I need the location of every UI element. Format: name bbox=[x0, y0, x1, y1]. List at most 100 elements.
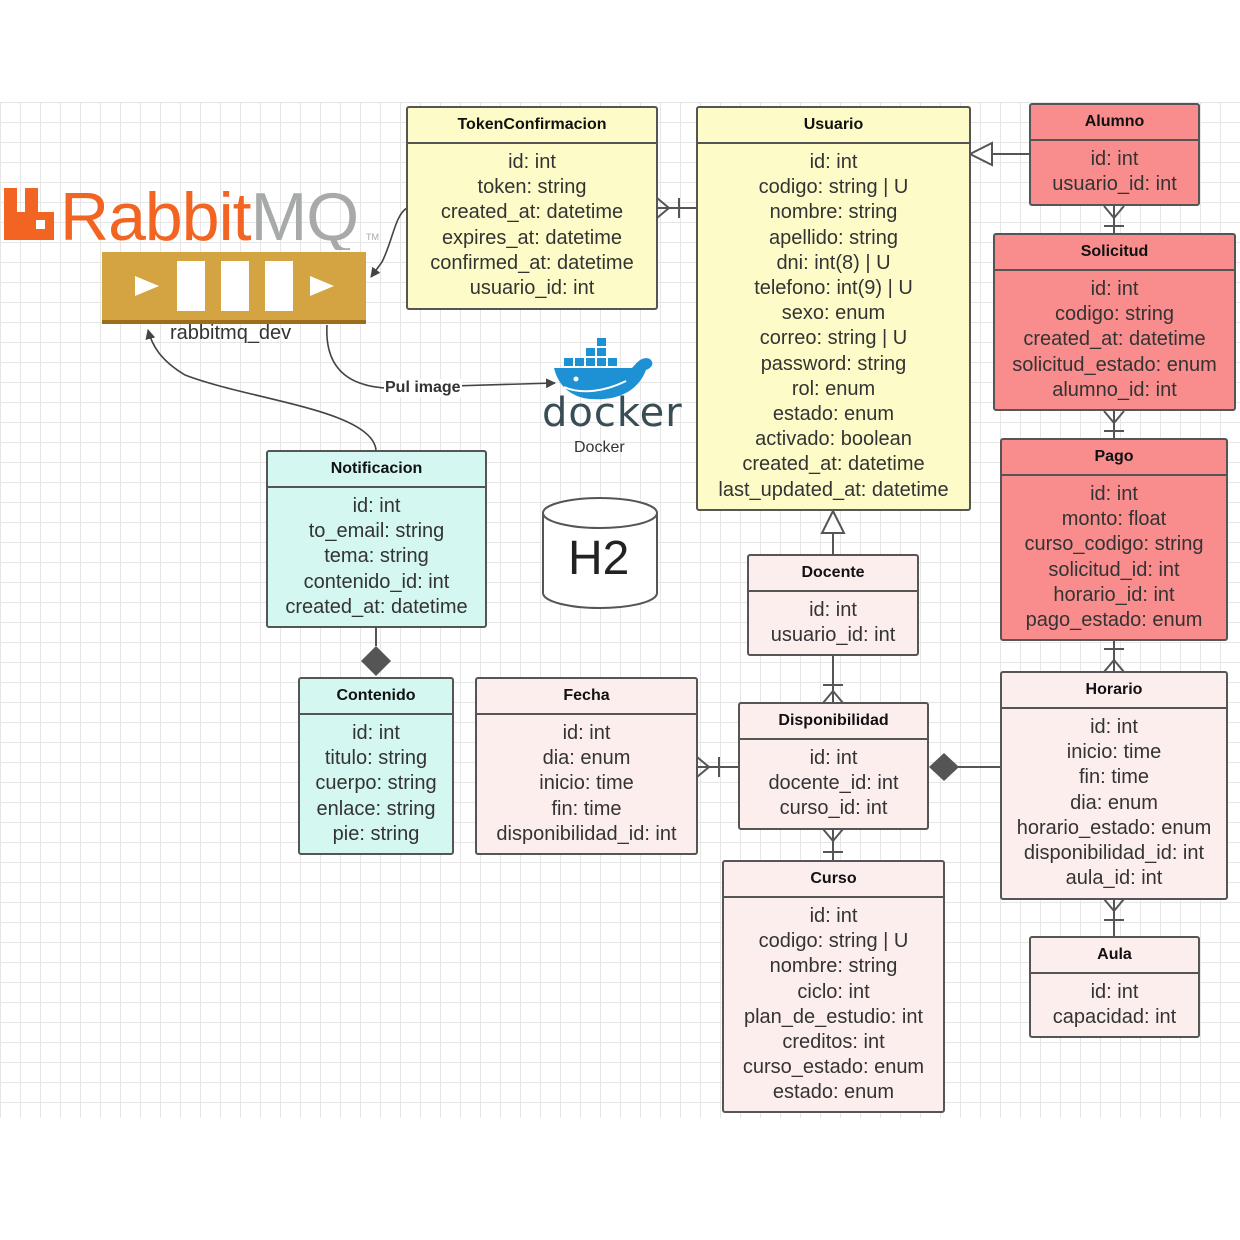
entity-field: id: int bbox=[809, 599, 857, 621]
entity-title: Pago bbox=[1002, 440, 1226, 476]
entity-field: sexo: enum bbox=[781, 302, 886, 325]
queue-message-2 bbox=[221, 261, 249, 311]
entity-field: solicitud_estado: enum bbox=[1012, 353, 1217, 376]
entity-field: enlace: string bbox=[316, 797, 436, 820]
entity-field: id: int bbox=[1090, 148, 1139, 170]
docker-logo bbox=[554, 338, 653, 400]
docente-disponibilidad-notation bbox=[822, 684, 844, 704]
alumno-usuario-triangle bbox=[967, 141, 993, 167]
entity-field: docente_id: int bbox=[768, 772, 899, 795]
entity-field: dia: enum bbox=[1070, 791, 1158, 814]
entity-field: fin: time bbox=[1078, 766, 1150, 789]
entity-field: rol: enum bbox=[791, 377, 876, 400]
rabbitmq-logo-mq: MQ bbox=[251, 180, 359, 250]
entity-field: solicitud_id: int bbox=[1048, 558, 1180, 581]
rabbitmq-queue[interactable] bbox=[102, 252, 366, 324]
entity-field: aula_id: int bbox=[1065, 867, 1163, 890]
rabbitmq-logo-text: RabbitMQ bbox=[60, 180, 358, 250]
entity-field: inicio: time bbox=[1066, 741, 1162, 764]
entity-field: inicio: time bbox=[539, 772, 634, 795]
token-rabbitmq-line bbox=[370, 207, 408, 278]
entity-field: id: int bbox=[1090, 716, 1138, 738]
entity-field: id: int bbox=[1090, 483, 1138, 505]
entity-field: horario_estado: enum bbox=[1016, 816, 1212, 839]
entity-field: titulo: string bbox=[324, 747, 428, 770]
entity-field: nombre: string bbox=[769, 201, 898, 224]
entity-field: to_email: string bbox=[308, 520, 445, 543]
pul-image-label: Pul image bbox=[384, 379, 462, 397]
entity-field: pie: string bbox=[332, 822, 420, 845]
pago-solicitud-notation bbox=[1103, 410, 1125, 432]
horario-disponibilidad-diamond bbox=[929, 753, 959, 781]
entity-field: alumno_id: int bbox=[1052, 378, 1177, 401]
docker-containers bbox=[564, 338, 617, 366]
entity-field: expires_at: datetime bbox=[441, 226, 623, 249]
queue-message-1 bbox=[177, 261, 205, 311]
entity-field: telefono: int(9) | U bbox=[754, 277, 913, 300]
docente-usuario-triangle bbox=[820, 508, 846, 534]
docker-whale-icon bbox=[554, 358, 653, 400]
entity-title: Disponibilidad bbox=[740, 704, 927, 740]
rabbitmq-logo: RabbitMQ TM bbox=[4, 180, 379, 250]
entity-field: created_at: datetime bbox=[1023, 328, 1206, 351]
entity-field: curso_codigo: string bbox=[1024, 533, 1204, 556]
entity-title: Alumno bbox=[1031, 105, 1198, 141]
entity-title: Fecha bbox=[477, 679, 696, 715]
entity-field: fin: time bbox=[551, 797, 622, 820]
rabbitmq-docker-line bbox=[326, 324, 556, 389]
entity-field: disponibilidad_id: int bbox=[1023, 842, 1205, 865]
entity-field: estado: enum bbox=[772, 403, 895, 426]
entity-field: password: string bbox=[760, 352, 907, 375]
entity-field: id: int bbox=[809, 747, 858, 769]
docker-logo-text: docker bbox=[542, 390, 683, 436]
entity-field: id: int bbox=[352, 495, 401, 517]
entity-fields: id: int usuario_id: int bbox=[749, 592, 917, 648]
h2-database-icon bbox=[542, 497, 658, 609]
rabbitmq-rabbit-icon bbox=[4, 188, 54, 240]
entity-field: created_at: datetime bbox=[440, 201, 624, 224]
entity-field: usuario_id: int bbox=[469, 277, 595, 300]
entity-field: ciclo: int bbox=[797, 980, 870, 1003]
queue-message-3 bbox=[265, 261, 293, 311]
docker-caption: Docker bbox=[574, 439, 625, 456]
notificacion-contenido-diamond bbox=[361, 646, 391, 676]
entity-field: contenido_id: int bbox=[303, 570, 450, 593]
solicitud-alumno-notation bbox=[1103, 205, 1125, 227]
entity-field: id: int bbox=[508, 151, 556, 173]
entity-field: codigo: string bbox=[1055, 303, 1174, 326]
entity-field: usuario_id: int bbox=[770, 624, 896, 647]
rabbitmq-logo-rabbit: Rabbit bbox=[60, 180, 252, 250]
entity-field: created_at: datetime bbox=[285, 595, 468, 618]
token-usuario-crowfoot bbox=[656, 197, 680, 219]
entity-field: apellido: string bbox=[769, 226, 898, 249]
entity-title: Aula bbox=[1031, 938, 1198, 974]
entity-field: id: int bbox=[1090, 981, 1139, 1003]
entity-field: disponibilidad_id: int bbox=[496, 822, 677, 845]
entity-field: codigo: string | U bbox=[758, 930, 909, 953]
entity-field: dia: enum bbox=[542, 747, 631, 770]
entity-field: nombre: string bbox=[769, 955, 898, 978]
